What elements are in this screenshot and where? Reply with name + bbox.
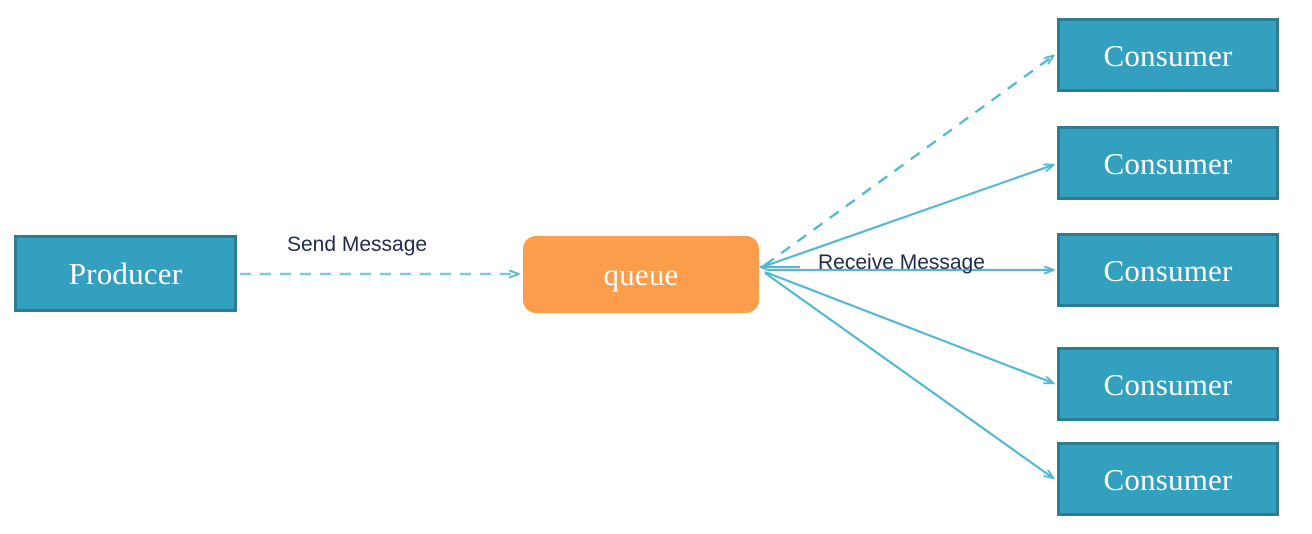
edge-queue-to-consumer1 (764, 56, 1053, 266)
node-queue[interactable]: queue (523, 236, 759, 313)
edge-label-receive-message: Receive Message (818, 251, 985, 274)
edge-queue-to-consumer5 (764, 272, 1053, 478)
node-consumer-5[interactable]: Consumer (1057, 442, 1279, 516)
node-queue-label: queue (603, 257, 679, 292)
node-consumer-1[interactable]: Consumer (1057, 18, 1279, 92)
node-consumer-2-label: Consumer (1103, 145, 1233, 181)
node-consumer-1-label: Consumer (1103, 37, 1233, 73)
node-consumer-3[interactable]: Consumer (1057, 233, 1279, 307)
node-consumer-5-label: Consumer (1103, 461, 1233, 497)
node-producer[interactable]: Producer (14, 235, 237, 312)
node-producer-label: Producer (68, 256, 183, 291)
node-consumer-2[interactable]: Consumer (1057, 126, 1279, 200)
node-consumer-4[interactable]: Consumer (1057, 347, 1279, 421)
edge-queue-to-consumer4 (764, 270, 1053, 383)
edge-label-send-message: Send Message (287, 233, 428, 256)
node-consumer-4-label: Consumer (1103, 366, 1233, 402)
node-consumer-3-label: Consumer (1103, 252, 1233, 288)
